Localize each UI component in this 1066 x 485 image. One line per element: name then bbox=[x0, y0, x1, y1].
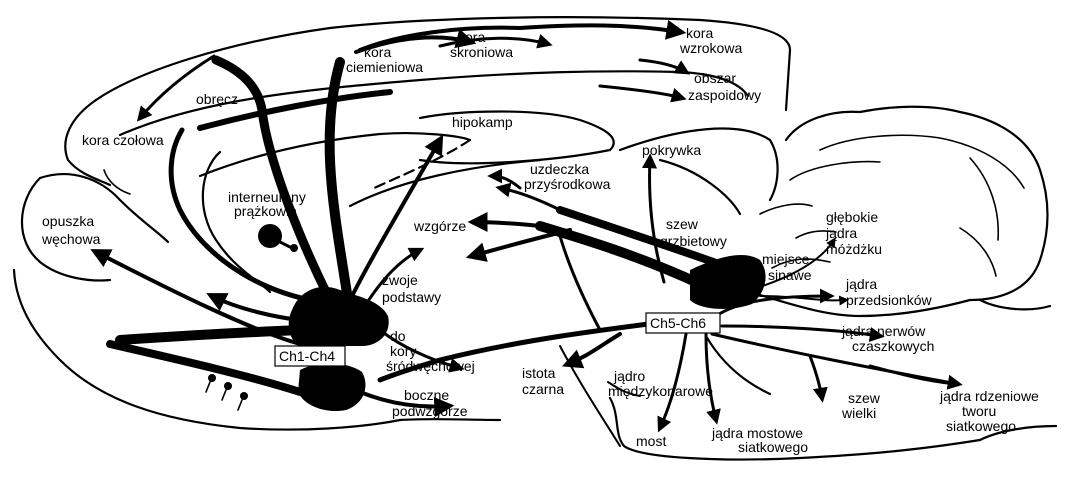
label-hipokamp: hipokamp bbox=[452, 114, 513, 130]
labels: kora skroniowa kora wzrokowa kora ciemie… bbox=[41, 25, 1043, 455]
label-kora-wzrokowa: kora wzrokowa bbox=[679, 25, 742, 56]
label-miejsce-sinawe: miejsce sinawe bbox=[762, 251, 813, 283]
label-most: most bbox=[636, 433, 666, 449]
label-szew-grzbietowy: szew grzbietowy bbox=[660, 216, 727, 249]
label-glebokie-jadra-mozdzku: głębokie jądra móżdżku bbox=[825, 209, 882, 257]
label-obszar-zaspoidowy: obszar zaspoidowy bbox=[688, 70, 761, 103]
label-zwoje-podstawy: zwoje podstawy bbox=[382, 272, 441, 305]
label-obrecz: obręcz bbox=[196, 91, 238, 107]
label-szew-wielki: szew wielki bbox=[841, 390, 884, 421]
box-label-ch1-ch4: Ch1-Ch4 bbox=[279, 348, 335, 364]
box-label-ch5-ch6: Ch5-Ch6 bbox=[650, 315, 706, 331]
label-kora-skroniowa: kora skroniowa bbox=[450, 29, 513, 60]
label-interneurony: interneurony prążkowia bbox=[228, 189, 310, 219]
label-do-kory-srodwechowej: do kory śródwęchowej bbox=[386, 328, 475, 374]
label-jadro-miedzykonarowe: jądro międzykonarowe bbox=[608, 368, 713, 399]
label-pokrywka: pokrywka bbox=[642, 142, 701, 158]
label-jadra-mostowe: jądra mostowe siatkowego bbox=[711, 425, 808, 455]
label-kora-czolowa: kora czołowa bbox=[82, 132, 164, 148]
label-kora-ciemieniowa: kora ciemieniowa bbox=[346, 44, 423, 75]
label-opuszka-wechowa: opuszka węchowa bbox=[41, 213, 101, 247]
label-wzgorze: wzgórze bbox=[413, 218, 466, 234]
label-jadra-nerwow-czaszkowych: jądra nerwów czaszkowych bbox=[841, 323, 934, 354]
nucleus-box-ch1-ch4: Ch1-Ch4 bbox=[275, 346, 345, 366]
label-uzdeczka: uzdeczka przyśrodkowa bbox=[524, 161, 611, 192]
nucleus-box-ch5-ch6: Ch5-Ch6 bbox=[646, 313, 720, 333]
label-boczne-podwzgorze: boczne podwzgórze bbox=[392, 387, 468, 419]
label-istota-czarna: istota czarna bbox=[522, 365, 564, 397]
label-jadra-przedsionkow: jądra przedsionków bbox=[845, 276, 932, 308]
